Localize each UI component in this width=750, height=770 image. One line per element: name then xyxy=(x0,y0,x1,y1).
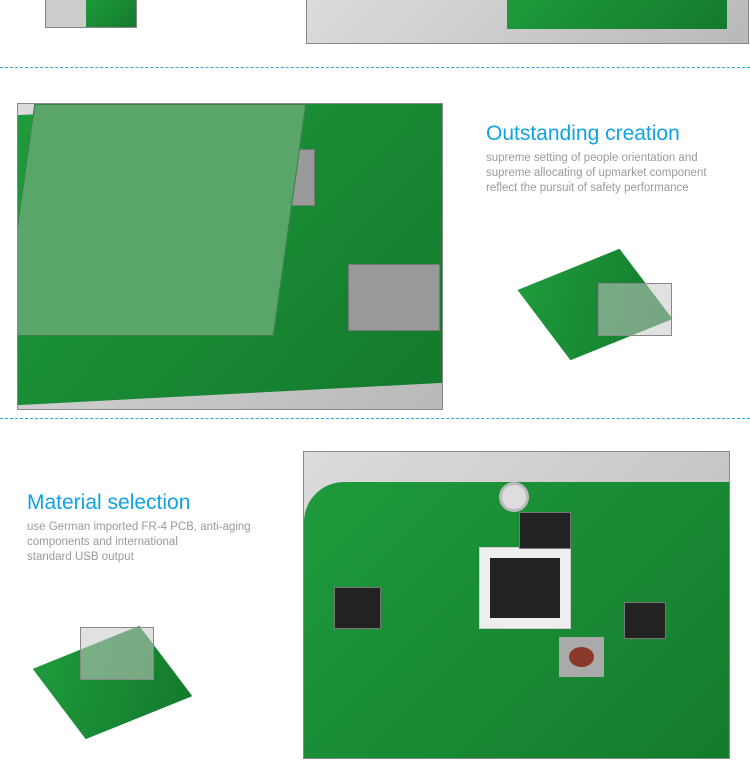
section-title: Outstanding creation xyxy=(486,122,680,145)
desc-line: use German imported FR-4 PCB, anti-aging xyxy=(27,521,251,533)
desc-line: components and international xyxy=(27,536,178,548)
desc-line: supreme allocating of upmarket component xyxy=(486,167,707,179)
product-photo-display-closeup xyxy=(303,451,730,759)
desc-line: supreme setting of people orientation an… xyxy=(486,152,698,164)
zoom-highlight-box xyxy=(80,627,154,680)
section-divider xyxy=(0,418,750,419)
desc-line: reflect the pursuit of safety performanc… xyxy=(486,182,689,194)
section-divider xyxy=(0,67,750,68)
section-description: use German imported FR-4 PCB, anti-aging… xyxy=(27,520,251,565)
zoom-highlight-box xyxy=(598,283,672,336)
desc-line: standard USB output xyxy=(27,551,134,563)
product-thumbnail-top xyxy=(45,0,137,28)
section-title: Material selection xyxy=(27,491,191,514)
section-description: supreme setting of people orientation an… xyxy=(486,151,707,196)
product-photo-top xyxy=(306,0,749,44)
product-photo-terminal-closeup xyxy=(17,103,443,410)
